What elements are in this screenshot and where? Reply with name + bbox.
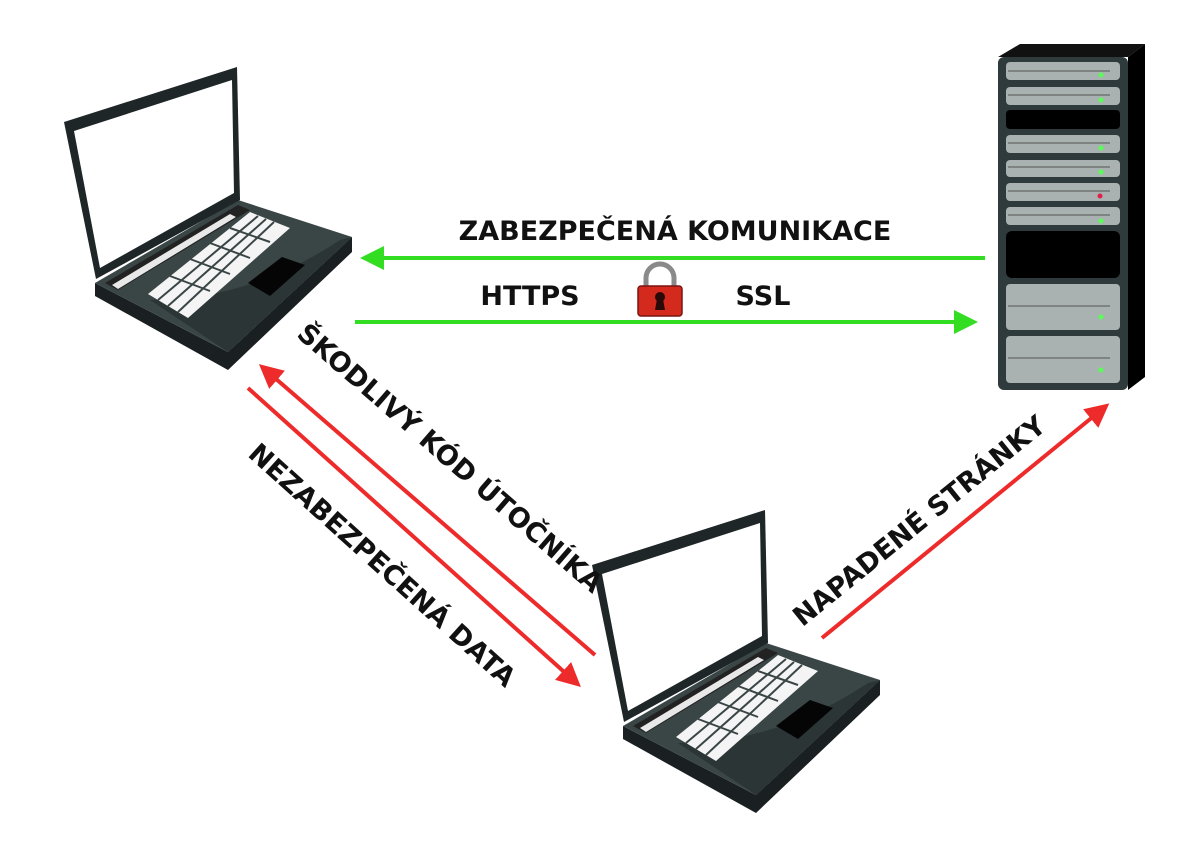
ssl-label: SSL	[736, 281, 791, 312]
attacker-laptop-icon	[591, 509, 881, 814]
server-rack-icon	[998, 44, 1145, 390]
malicious-code-label: ŠKODLIVÝ KÓD ÚTOČNÍKA	[291, 317, 609, 599]
lock-icon	[637, 261, 683, 317]
unsecured-data-arrow	[246, 386, 581, 688]
compromised-pages-arrow	[820, 403, 1110, 640]
compromised-pages-label: NAPADENÉ STRÁNKY	[787, 409, 1053, 633]
secure-communication-label: ZABEZPEČENÁ KOMUNIKACE	[459, 215, 892, 247]
malicious-code-arrow	[258, 364, 597, 657]
https-label: HTTPS	[480, 281, 579, 312]
